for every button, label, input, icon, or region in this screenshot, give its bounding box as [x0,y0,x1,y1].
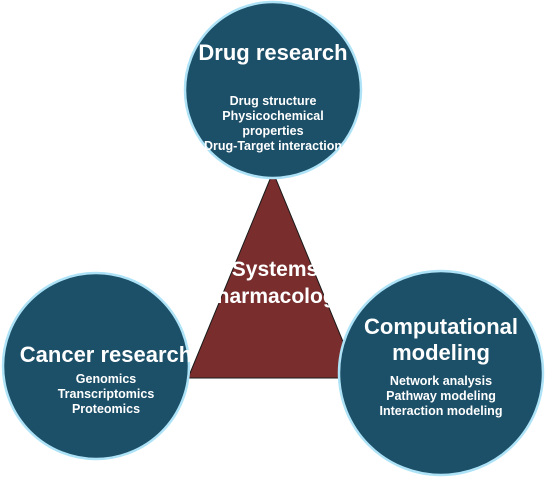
right-circle-title: Computational modeling [346,314,536,366]
top-circle-item: Physicochemical [222,109,324,123]
right-circle [337,269,545,477]
right-circle-item: Pathway modeling [386,389,496,403]
left-circle-item: Transcriptomics [57,387,155,401]
top-circle-title: Drug research [198,40,348,65]
right-circle-title-line2: modeling [392,340,490,365]
left-circle-item: Genomics [75,372,137,386]
top-circle-items: Drug structure Physicochemical propertie… [185,94,361,154]
top-circle-item: properties [242,124,304,138]
left-circle-title: Cancer research [19,342,193,367]
right-circle-items: Network analysis Pathway modeling Intera… [346,374,536,419]
center-title-line1: Systems [231,258,319,281]
right-circle-title-line1: Computational [364,314,518,339]
top-circle-item: Drug-Target interaction [204,139,342,153]
right-circle-item: Network analysis [389,374,493,388]
center-triangle [187,170,359,379]
left-circle [1,271,191,461]
left-circle-item: Proteomics [71,402,141,416]
center-title-line2: Pharmacology [202,285,348,308]
left-circle-items: Genomics Transcriptomics Proteomics [8,372,204,417]
center-title: Systems Pharmacology [200,256,350,310]
right-circle-item: Interaction modeling [379,404,503,418]
top-circle-item: Drug structure [229,94,317,108]
top-circle [183,0,363,180]
